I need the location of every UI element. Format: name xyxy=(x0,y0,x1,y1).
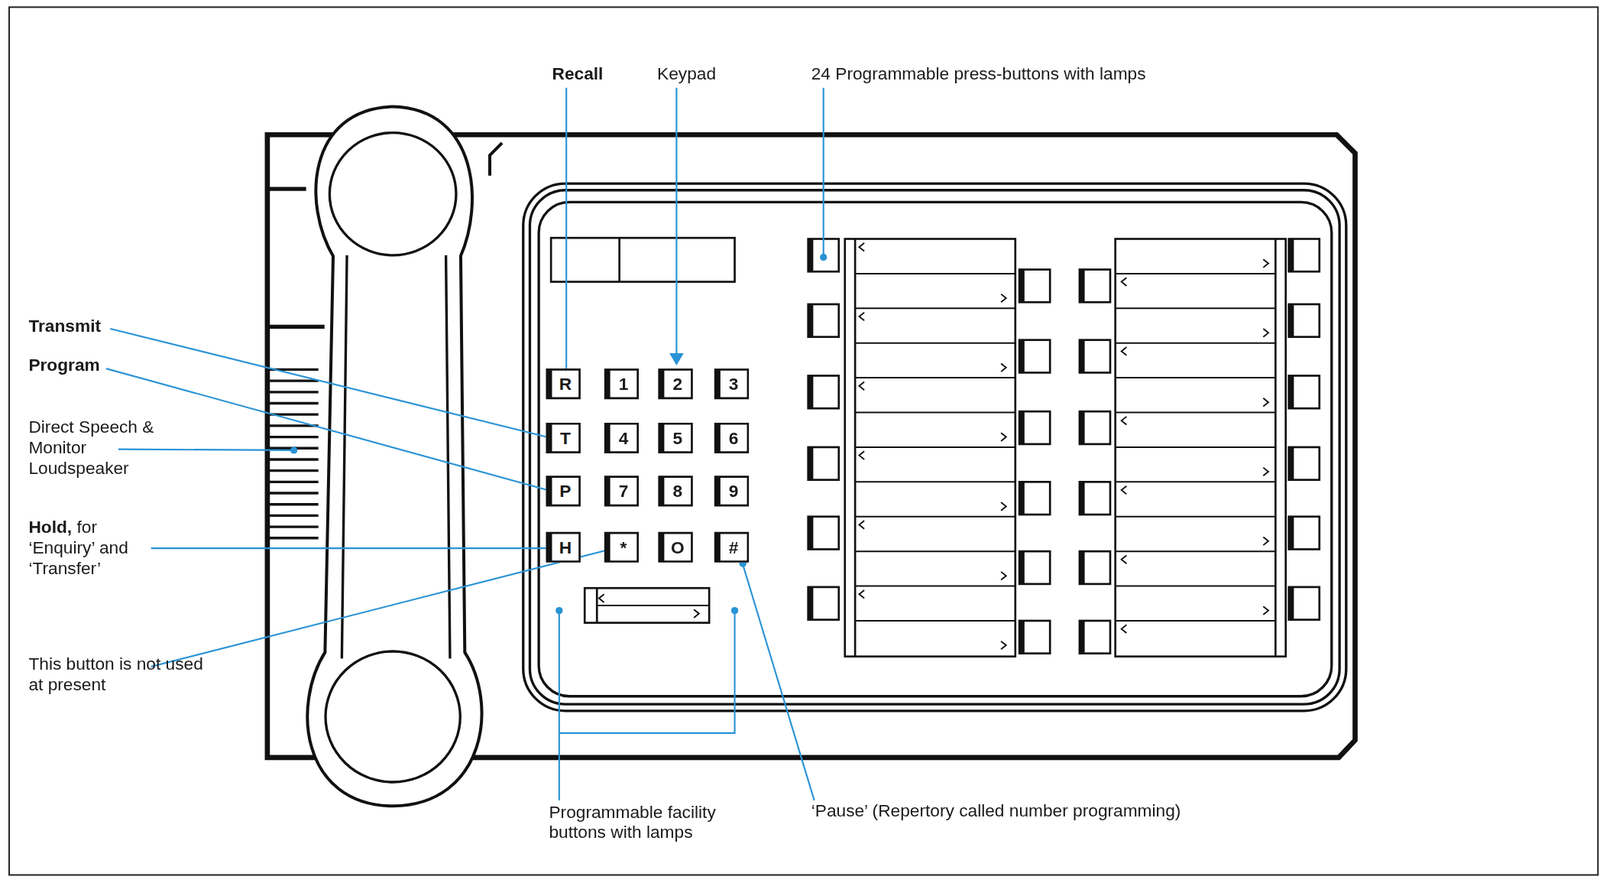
keypad-button: 5 xyxy=(657,422,693,454)
button-legend: * xyxy=(620,537,628,556)
keypad-button: 4 xyxy=(604,422,639,454)
keypad-button: * xyxy=(604,531,639,563)
button-legend: 9 xyxy=(728,482,739,500)
button-legend: 6 xyxy=(728,429,739,447)
button-legend: P xyxy=(559,482,571,500)
callout-label: Keypad xyxy=(657,64,716,85)
button-legend: O xyxy=(670,537,685,556)
callout-label: Hold, xyxy=(28,517,72,537)
keypad-button: # xyxy=(714,531,749,563)
keypad-button: 3 xyxy=(714,368,749,399)
button-legend: 7 xyxy=(618,482,629,500)
hold-callout: Hold, for ‘Enquiry’ and ‘Transfer’ xyxy=(28,517,153,579)
keypad-button: P xyxy=(545,475,580,506)
button-legend: 1 xyxy=(618,375,629,393)
button-legend: 5 xyxy=(672,429,683,447)
keypad-button: O xyxy=(657,531,693,563)
callout-label: Direct Speech & Monitor Loudspeaker xyxy=(28,417,162,479)
callout-label: Recall xyxy=(551,64,603,85)
callout-label: Programmable facility buttons with lamps xyxy=(548,802,753,843)
button-legend: # xyxy=(728,537,739,556)
keypad-button: T xyxy=(545,422,580,454)
callout-label: Transmit xyxy=(28,316,101,337)
button-legend: T xyxy=(560,429,571,447)
callout-label: 24 Programmable press-buttons with lamps xyxy=(811,64,1147,85)
button-legend: 8 xyxy=(672,482,683,500)
button-legend: H xyxy=(559,537,572,556)
button-legend: R xyxy=(559,375,572,393)
callout-label: This button is not used at present xyxy=(28,654,208,695)
keypad-button: 7 xyxy=(604,475,639,506)
keypad-button: H xyxy=(545,531,580,563)
button-legend: 2 xyxy=(672,375,683,393)
keypad-button: 2 xyxy=(657,368,693,399)
button-legend: 4 xyxy=(618,429,629,447)
callout-label: ‘Pause’ (Repertory called number program… xyxy=(811,800,1182,822)
keypad-button: 6 xyxy=(714,422,749,454)
keypad-button: 9 xyxy=(714,475,749,506)
keypad-button: 1 xyxy=(604,368,639,399)
callout-label: Program xyxy=(28,355,100,376)
keypad-button: R xyxy=(545,368,580,399)
keypad-button: 8 xyxy=(657,475,693,506)
button-legend: 3 xyxy=(728,375,739,393)
